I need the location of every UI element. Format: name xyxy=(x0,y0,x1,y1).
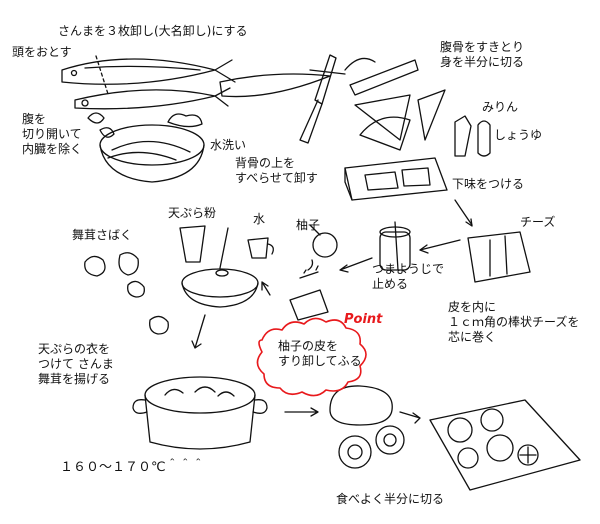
cut-pieces-drawing xyxy=(338,425,405,469)
batter-bowl-drawing xyxy=(181,227,259,308)
fillet-fish-drawing xyxy=(219,69,346,98)
fried-roll-drawing xyxy=(329,385,393,426)
sanma-fish-drawing xyxy=(61,55,236,95)
rolled-fish-drawing xyxy=(379,221,411,271)
label-wash: 水洗い xyxy=(210,138,247,152)
arrow-4 xyxy=(339,257,373,273)
fish-on-grater-drawing xyxy=(289,271,329,321)
seasoning-bottles-drawing xyxy=(454,115,491,157)
label-yuzu-zest: 柚子の皮を すり卸してふる xyxy=(278,339,362,368)
label-water: 水 xyxy=(253,212,266,226)
water-cup-drawing xyxy=(247,237,274,259)
label-maitake: 舞茸さばく xyxy=(72,228,133,242)
label-yuzu: 柚子 xyxy=(296,218,321,232)
label-cut: 食べよく半分に切る xyxy=(336,492,445,506)
arrow-1 xyxy=(344,57,376,71)
label-shoyu: しょうゆ xyxy=(494,128,543,142)
arrow-3 xyxy=(419,239,461,251)
arrow-2 xyxy=(454,199,473,226)
arrow-7 xyxy=(284,407,319,417)
fillets-drawing xyxy=(349,59,446,151)
label-fillet: さんまを３枚卸し(大名卸し)にする xyxy=(58,24,248,38)
label-tempura-flour: 天ぷら粉 xyxy=(168,206,217,220)
arrow-5 xyxy=(261,281,271,296)
label-rib-bones: 腹骨をすきとり 身を半分に切る xyxy=(440,40,525,69)
label-point: Point xyxy=(344,312,383,327)
label-toothpick: つまようじで 止める xyxy=(372,262,445,291)
label-fry: 天ぷらの衣を つけて さんま 舞茸を揚げる xyxy=(38,342,114,386)
label-seasoning: 下味をつける xyxy=(452,177,525,191)
arrow-6 xyxy=(191,314,206,349)
serving-plate-drawing xyxy=(429,399,581,491)
yuzu-drawing xyxy=(303,224,338,274)
label-head: 頭をおとす xyxy=(12,45,72,59)
maitake-drawing xyxy=(84,252,169,335)
label-mirin: みりん xyxy=(482,100,519,114)
marinade-tray-drawing xyxy=(344,157,448,201)
sanma-belly-drawing xyxy=(74,87,231,110)
flour-cup-drawing xyxy=(179,225,206,263)
label-roll: 皮を内に １ｃｍ角の棒状チーズを 芯に巻く xyxy=(448,300,580,344)
label-back-fillet: 背骨の上を すべらせて卸す xyxy=(235,156,318,185)
guts-drawing xyxy=(87,112,115,138)
arrow-8 xyxy=(399,411,421,424)
label-temperature: １６０～１７０℃＾＾＾ xyxy=(60,460,205,475)
label-cheese: チーズ xyxy=(520,215,556,229)
knife-drawing xyxy=(299,54,337,144)
cheese-drawing xyxy=(467,231,531,283)
wash-bowl-drawing xyxy=(99,113,205,183)
frying-pot-drawing xyxy=(132,376,268,450)
label-belly: 腹を 切り開いて 内臓を除く xyxy=(22,112,83,156)
point-cloud-drawing xyxy=(256,317,367,397)
